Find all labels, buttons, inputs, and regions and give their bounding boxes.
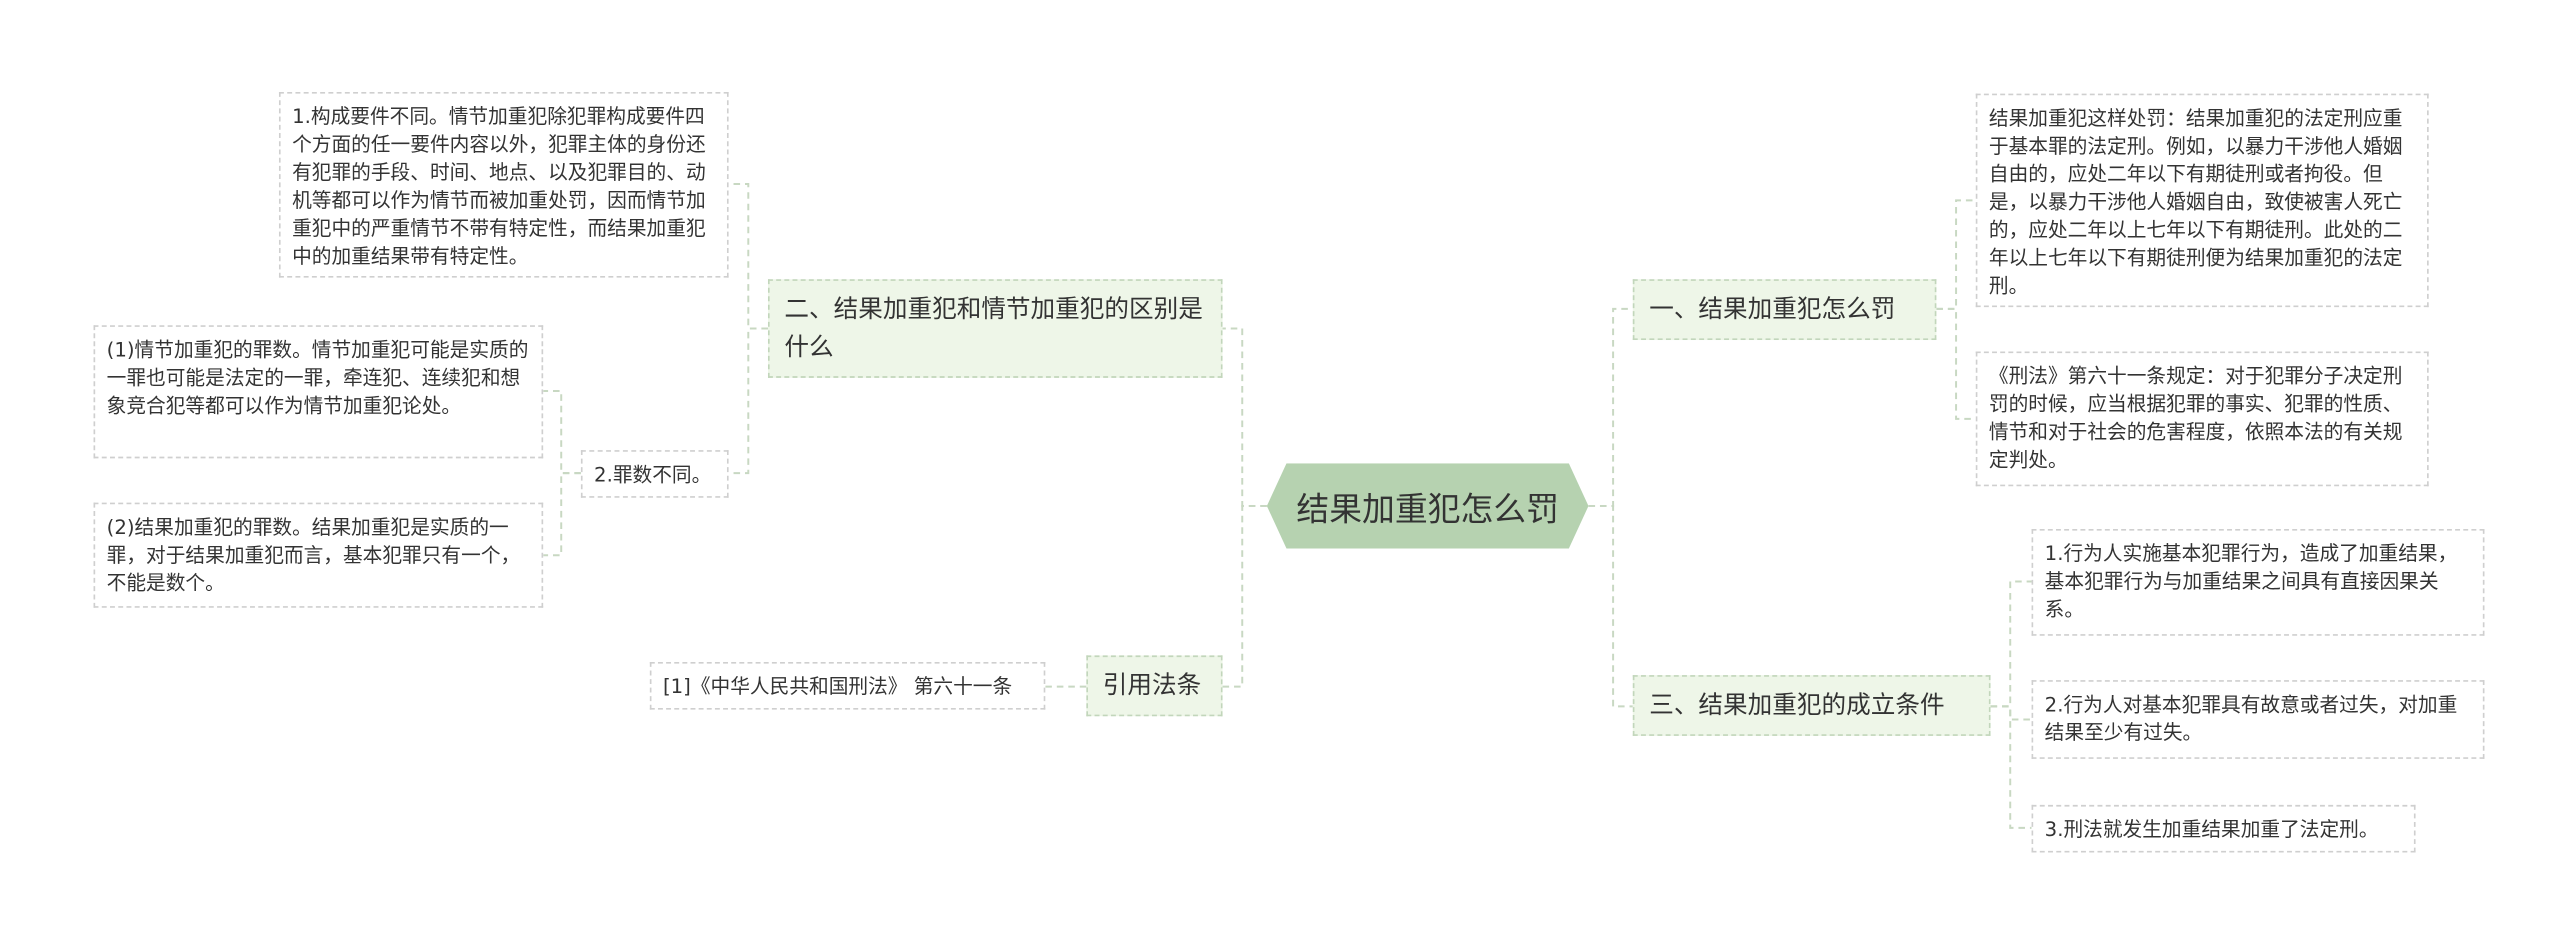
connector-branch-2-leaf-1 xyxy=(728,182,768,330)
branch-2-leaf-2-sub-2-text: (2)结果加重犯的罪数。结果加重犯是实质的一罪，对于结果加重犯而言，基本犯罪只有… xyxy=(106,515,521,595)
branch-2-leaf-2-sub-1-text: (1)情节加重犯的罪数。情节加重犯可能是实质的一罪也可能是法定的一罪，牵连犯、连… xyxy=(106,338,529,418)
branch-1-label: 一、结果加重犯怎么罚 xyxy=(1649,294,1896,324)
connector-root-branch-4 xyxy=(1222,504,1267,688)
branch-2-leaf-1-text: 1.构成要件不同。情节加重犯除犯罪构成要件四个方面的任一要件内容以外，犯罪主体的… xyxy=(292,105,706,268)
branch-3-leaf-1-text: 1.行为人实施基本犯罪行为，造成了加重结果，基本犯罪行为与加重结果之间具有直接因… xyxy=(2044,542,2458,621)
connector-root-branch-3 xyxy=(1588,504,1633,708)
connector-branch-3-leaf-1 xyxy=(1990,580,2032,708)
branch-4-topic[interactable]: 引用法条 xyxy=(1086,655,1223,717)
connector-branch-1-leaf-2 xyxy=(1936,307,1976,420)
branch-1-leaf-2[interactable]: 《刑法》第六十一条规定：对于犯罪分子决定刑罚的时候，应当根据犯罪的事实、犯罪的性… xyxy=(1975,351,2429,487)
branch-1-leaf-1-text: 结果加重犯这样处罚：结果加重犯的法定刑应重于基本罪的法定刑。例如，以暴力干涉他人… xyxy=(1988,106,2403,298)
branch-4-label: 引用法条 xyxy=(1102,670,1202,700)
branch-2-leaf-2-text: 2.罪数不同。 xyxy=(594,463,712,487)
connector-leaf-2-sub-2 xyxy=(543,472,581,557)
branch-3-topic[interactable]: 三、结果加重犯的成立条件 xyxy=(1632,675,1991,736)
root-topic-label: 结果加重犯怎么罚 xyxy=(1296,488,1559,529)
branch-4-leaf-1-text: [1]《中华人民共和国刑法》 第六十一条 xyxy=(662,675,1013,699)
connector-leaf-2-sub-1 xyxy=(543,389,581,475)
branch-2-leaf-2-sub-1[interactable]: (1)情节加重犯的罪数。情节加重犯可能是实质的一罪也可能是法定的一罪，牵连犯、连… xyxy=(93,325,544,459)
connector-branch-2-leaf-2 xyxy=(728,327,768,475)
connector-branch-1-leaf-1 xyxy=(1936,199,1976,310)
branch-1-leaf-1[interactable]: 结果加重犯这样处罚：结果加重犯的法定刑应重于基本罪的法定刑。例如，以暴力干涉他人… xyxy=(1975,93,2429,308)
branch-2-label: 二、结果加重犯和情节加重犯的区别是什么 xyxy=(784,294,1203,362)
branch-4-leaf-1[interactable]: [1]《中华人民共和国刑法》 第六十一条 xyxy=(649,662,1046,710)
branch-3-leaf-3-text: 3.刑法就发生加重结果加重了法定刑。 xyxy=(2044,818,2379,842)
branch-2-leaf-2-sub-2[interactable]: (2)结果加重犯的罪数。结果加重犯是实质的一罪，对于结果加重犯而言，基本犯罪只有… xyxy=(93,502,544,608)
branch-3-leaf-2-text: 2.行为人对基本犯罪具有故意或者过失，对加重结果至少有过失。 xyxy=(2044,693,2458,745)
branch-2-topic[interactable]: 二、结果加重犯和情节加重犯的区别是什么 xyxy=(767,279,1223,378)
connector-root-branch-1 xyxy=(1588,307,1633,507)
branch-2-leaf-2[interactable]: 2.罪数不同。 xyxy=(580,450,729,498)
branch-1-topic[interactable]: 一、结果加重犯怎么罚 xyxy=(1632,279,1937,341)
branch-1-leaf-2-text: 《刑法》第六十一条规定：对于犯罪分子决定刑罚的时候，应当根据犯罪的事实、犯罪的性… xyxy=(1988,364,2403,472)
branch-3-leaf-2[interactable]: 2.行为人对基本犯罪具有故意或者过失，对加重结果至少有过失。 xyxy=(2031,680,2485,759)
branch-3-label: 三、结果加重犯的成立条件 xyxy=(1649,689,1945,720)
branch-2-leaf-1[interactable]: 1.构成要件不同。情节加重犯除犯罪构成要件四个方面的任一要件内容以外，犯罪主体的… xyxy=(278,91,729,278)
branch-3-leaf-1[interactable]: 1.行为人实施基本犯罪行为，造成了加重结果，基本犯罪行为与加重结果之间具有直接因… xyxy=(2031,528,2485,636)
root-topic[interactable]: 结果加重犯怎么罚 xyxy=(1267,463,1589,548)
connector-branch-3-leaf-3 xyxy=(1990,705,2032,829)
connector-root-branch-2 xyxy=(1222,327,1267,507)
branch-3-leaf-3[interactable]: 3.刑法就发生加重结果加重了法定刑。 xyxy=(2031,804,2416,853)
